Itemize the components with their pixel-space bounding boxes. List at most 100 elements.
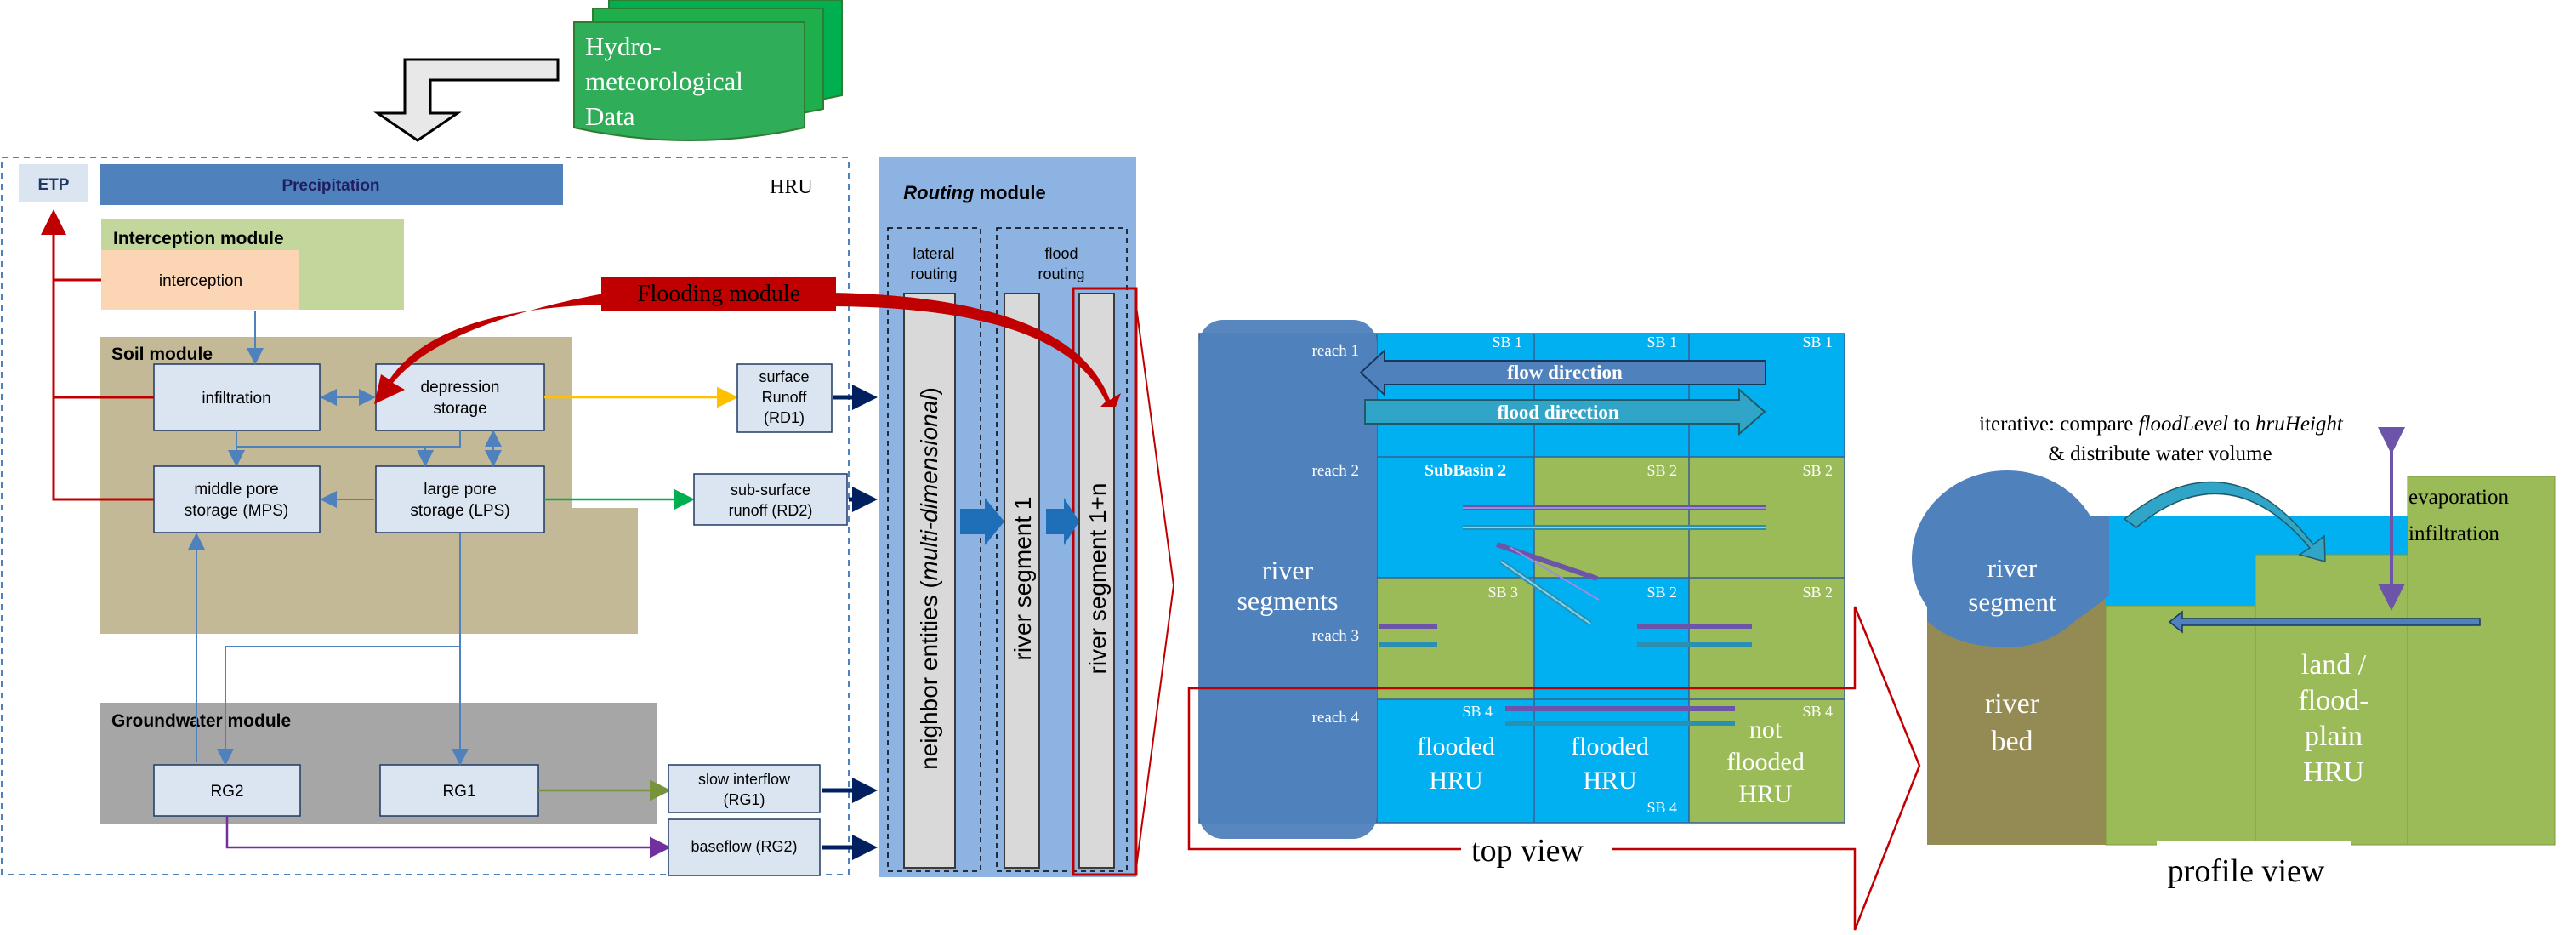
top-view	[1198, 320, 1845, 839]
flooding-module-label: Flooding module	[637, 281, 800, 307]
top-view-small-arrows	[1379, 505, 1766, 726]
river-segments-line1: river	[1262, 555, 1314, 585]
flow-direction-label: flow direction	[1507, 362, 1623, 383]
baseflow-label: baseflow (RG2)	[691, 838, 797, 855]
surface-runoff-line2: Runoff	[762, 389, 808, 406]
flooded-hru-2-line2: HRU	[1583, 767, 1637, 795]
distribute-text: & distribute water volume	[2048, 442, 2272, 465]
large-pore-line2: storage (LPS)	[410, 502, 509, 520]
rg1-box	[379, 764, 539, 817]
profile-view-caption: profile view	[2168, 853, 2325, 889]
middle-pore-line2: storage (MPS)	[185, 502, 288, 520]
flow-direction-arrow	[1359, 348, 1766, 397]
sb-label-2: SB 1	[1646, 334, 1677, 351]
flood-routing-line2: routing	[1038, 265, 1084, 282]
slow-interflow-line1: slow interflow	[698, 771, 791, 788]
land-floodplain-line3: plain	[2305, 721, 2363, 752]
infiltration-profile-label: infiltration	[2408, 522, 2499, 545]
neighbor-entities-bar	[903, 293, 956, 869]
river-segment-line2: segment	[1968, 587, 2056, 617]
evaporation-label: evaporation	[2408, 486, 2510, 509]
sb-label-12: SB 4	[1802, 703, 1833, 720]
profile-view	[1912, 470, 2556, 846]
river-segment-1-label: river segment 1	[1009, 497, 1036, 661]
slow-interflow-box	[668, 764, 821, 813]
large-pore-line1: large pore	[424, 481, 497, 499]
hydromet-line3: Data	[585, 101, 635, 131]
sb-label-10: SB 4	[1462, 703, 1493, 720]
reach-2-label: reach 2	[1312, 462, 1359, 480]
river-segment-1n-bar	[1078, 293, 1115, 869]
flooded-hru-1-line2: HRU	[1429, 767, 1483, 795]
interception-module-title: Interception module	[113, 229, 284, 248]
sb-label-3: SB 1	[1802, 334, 1833, 351]
land-floodplain-line4: HRU	[2303, 756, 2364, 788]
output-to-routing-arrows	[822, 385, 878, 860]
sb-label-4: SubBasin 2	[1424, 461, 1506, 480]
sb-label-6: SB 2	[1802, 462, 1833, 479]
sb-label-11: SB 4	[1646, 799, 1677, 816]
lateral-to-segment-arrow	[960, 498, 1004, 545]
middle-pore-line1: middle pore	[194, 481, 278, 499]
depression-storage-line1: depression	[421, 379, 500, 396]
surface-runoff-line3: (RD1)	[764, 409, 805, 426]
hydromet-line2: meteorological	[585, 66, 743, 96]
groundwater-module-title: Groundwater module	[111, 711, 291, 731]
not-flooded-hru-line3: HRU	[1738, 780, 1793, 808]
top-view-bracket	[1187, 606, 1921, 931]
river-segments-line2: segments	[1237, 585, 1338, 616]
segment-to-segment-arrow	[1046, 498, 1079, 545]
internal-flows	[41, 209, 738, 858]
etp-label: ETP	[38, 176, 70, 194]
subsurface-runoff-line2: runoff (RD2)	[729, 502, 813, 519]
large-pore-box	[375, 465, 545, 533]
surface-runoff-line1: surface	[759, 368, 809, 385]
profile-arrows	[2123, 427, 2481, 634]
interception-label: interception	[159, 272, 242, 290]
land-floodplain-line2: flood-	[2298, 685, 2368, 716]
reach-1-label: reach 1	[1312, 342, 1359, 360]
river-segment-1-bar	[1004, 293, 1040, 869]
subsurface-runoff-line1: sub-surface	[731, 482, 810, 499]
flooding-module-box	[601, 277, 836, 311]
river-segment-line1: river	[1987, 553, 2038, 583]
sb-label-8: SB 2	[1646, 584, 1677, 601]
zoom-line-right	[1135, 305, 1175, 869]
middle-pore-box	[153, 465, 321, 533]
precipitation-bar	[100, 164, 563, 205]
infiltration-label: infiltration	[202, 390, 270, 408]
land-floodplain-line1: land /	[2301, 649, 2367, 681]
surface-runoff-box	[736, 363, 833, 433]
slow-interflow-line2: (RG1)	[724, 791, 765, 808]
sb-label-9: SB 2	[1802, 584, 1833, 601]
iterative-text: iterative: compare floodLevel to hruHeig…	[1979, 413, 2344, 436]
flood-routing-group	[996, 227, 1128, 872]
baseflow-box	[668, 818, 821, 876]
rg1-label: RG1	[442, 783, 475, 801]
river-segments-overlay	[1199, 320, 1377, 839]
depression-storage-line2: storage	[433, 400, 486, 418]
interception-box	[101, 250, 299, 310]
flooding-to-depression-arrow	[374, 293, 608, 404]
lateral-routing-line1: lateral	[913, 245, 954, 262]
etp-box	[19, 164, 88, 202]
not-flooded-hru-line2: flooded	[1726, 748, 1805, 776]
lateral-routing-group	[887, 227, 981, 872]
hydromet-data-stack: Hydro- meteorological Data	[573, 0, 843, 141]
flooding-arc-arrow	[833, 293, 1121, 407]
soil-module-title: Soil module	[111, 345, 213, 364]
river-segment-1n-highlight	[1072, 287, 1138, 876]
input-arrow	[373, 58, 560, 142]
flooded-hru-2-line1: flooded	[1571, 733, 1649, 761]
routing-module-title: Routing module	[903, 182, 1045, 203]
sb-label-1: SB 1	[1492, 334, 1522, 351]
flood-direction-label: flood direction	[1497, 402, 1619, 423]
depression-storage-box	[375, 363, 545, 431]
sb-label-5: SB 2	[1646, 462, 1677, 479]
lateral-routing-line2: routing	[910, 265, 957, 282]
reach-3-label: reach 3	[1312, 627, 1359, 645]
river-segment-1n-label: river segment 1+n	[1084, 483, 1111, 675]
subsurface-runoff-box	[693, 473, 848, 526]
flood-direction-arrow	[1364, 387, 1766, 436]
